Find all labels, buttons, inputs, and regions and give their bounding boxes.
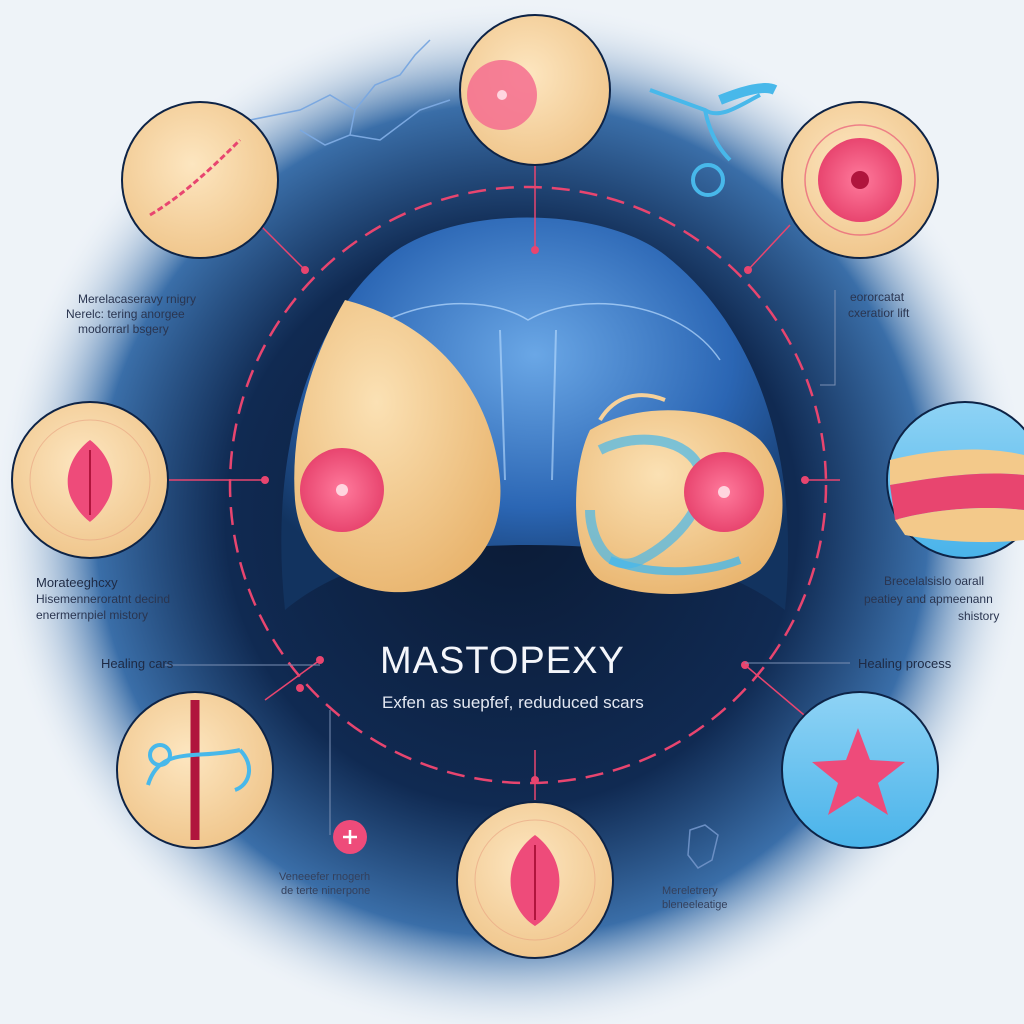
molecule-decoration xyxy=(249,39,451,146)
star-circle xyxy=(781,691,939,849)
connector-lines xyxy=(160,165,840,800)
label-right-mid-1: Brecelalsislo oarall xyxy=(884,574,985,588)
label-healing-cars: Healing cars xyxy=(101,656,174,671)
skin-layers-circle xyxy=(886,401,1024,559)
label-bottom-center-2: de terte ninerpone xyxy=(281,885,371,897)
label-bottom-right-2: bleneeleatige xyxy=(662,899,728,911)
tissue-circle-left xyxy=(11,401,169,559)
tissue-circle-bottom xyxy=(456,801,614,959)
label-healing-process: Healing process xyxy=(858,656,952,671)
areola-circle-top xyxy=(459,14,611,166)
label-right-mid-3: shistory xyxy=(958,609,1000,623)
star-icon xyxy=(812,728,905,815)
torso-illustration xyxy=(281,217,789,610)
label-leader-lines xyxy=(165,290,850,835)
label-bottom-center-1: Veneeefer rnogerh xyxy=(279,871,371,883)
plus-badge xyxy=(333,820,367,854)
skin-layers-icon xyxy=(890,449,1024,485)
diagram-subtitle: Exfen as suepfef, reduduced scars xyxy=(382,693,644,712)
areola-ring-circle xyxy=(781,101,939,259)
suture-scissors-icon xyxy=(146,743,251,792)
hexagon-decoration xyxy=(687,824,719,869)
incision-icon xyxy=(149,138,242,217)
label-left-mid-2: Hisemenneroratnt decind xyxy=(36,592,171,606)
connector-nodes xyxy=(261,246,809,784)
suture-circle xyxy=(116,691,274,849)
process-ring xyxy=(228,185,828,785)
label-left-top-1: Merelacaseravy rnigry xyxy=(78,292,197,306)
label-left-top-2: Nerelc: tering anorgee xyxy=(66,307,185,321)
label-left-mid-3: enermernpiel mistory xyxy=(36,608,149,622)
incision-circle xyxy=(121,101,279,259)
diagram-title: MASTOPEXY xyxy=(380,640,625,682)
cyan-instrument-icon xyxy=(649,83,778,197)
label-right-top-2: cxeratior lift xyxy=(848,306,910,320)
label-right-mid-2: peatiey and apmeenann xyxy=(864,592,993,606)
label-left-mid-1: Morateeghcxy xyxy=(36,575,118,590)
label-left-top-3: modorrarl bsgery xyxy=(78,322,169,336)
label-right-top-1: eororcatat xyxy=(850,290,905,304)
label-bottom-right-1: Mereletrery xyxy=(662,885,718,897)
